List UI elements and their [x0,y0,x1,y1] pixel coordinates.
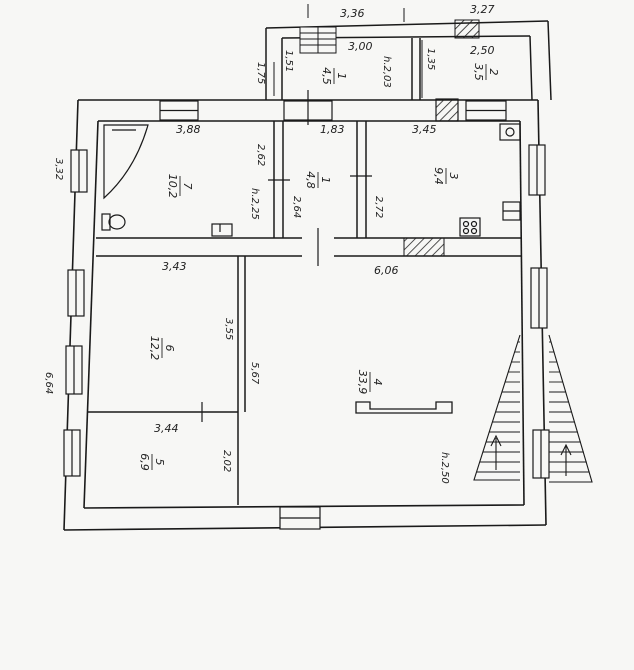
dim-annex-outer-depth: 1,75 [255,62,266,84]
room-number: 5 [153,459,166,466]
room-label-1: 1 4,8 [304,171,332,189]
dim-building-left-total: 6,64 [43,372,54,394]
room-area: 33,9 [356,370,369,395]
room-number: 6 [163,345,176,352]
dim-room5-depth: 2,02 [221,450,232,472]
dim-building-left-depth: 3,32 [53,158,64,180]
bottom-wall-window [279,506,321,530]
room-label-annex-1: 1 4,5 [320,67,348,85]
room-number: 1 [335,73,348,80]
dim-room7-width: 3,88 [176,123,201,136]
room-label-6: 6 12,2 [148,336,176,361]
room-label-annex-2: 2 3,5 [472,63,500,81]
dimension-labels: 3,36 3,27 3,00 2,50 3,88 1,83 3,45 3,43 … [43,3,495,472]
dim-room4-width: 6,06 [374,264,399,277]
annex-stairs [299,26,337,54]
left-wall-windows [63,149,88,477]
room-area: 3,5 [472,63,485,81]
height-hall: h.2,50 [439,452,450,484]
hall-stove-fixture [355,401,453,414]
dim-top-right-width: 3,27 [470,3,495,16]
room-area: 9,4 [432,167,445,185]
dim-room6-width: 3,43 [162,260,187,273]
dim-room4-depth: 5,67 [249,362,260,385]
top-wall-openings [159,90,507,125]
sink-fixture [211,223,233,237]
dim-annex-room2-depth: 1,35 [425,48,436,70]
height-main: h.2,25 [249,188,260,220]
stove-fixture [459,217,481,237]
dim-annex-left-depth: 1,51 [283,50,294,72]
dim-room3-width: 3,45 [412,123,437,136]
exterior-stairs [473,334,593,483]
dim-room1-width: 1,83 [320,123,345,136]
kitchen-counter-fixture [502,201,521,221]
room-number: 1 [319,177,332,184]
room-label-7: 7 10,2 [166,174,194,199]
room-label-3: 3 9,4 [432,167,460,185]
stair-treads [476,341,590,473]
room-area: 10,2 [166,174,179,199]
room-labels: 1 4,5 2 3,5 7 10,2 1 4,8 3 9,4 6 12,2 [138,63,500,471]
room-area: 4,5 [320,67,333,85]
dim-annex-room1-width: 3,00 [348,40,373,53]
annex-chimney-hatch [454,19,480,39]
exterior-walls [63,99,547,531]
dim-top-annex-width: 3,36 [340,7,365,20]
dimension-ticks [273,4,423,98]
dim-room5-width: 3,44 [154,422,179,435]
room-label-5: 5 6,9 [138,453,166,471]
door-markers [201,175,372,422]
height-labels: h.2,03 h.2,25 h.2,50 [249,56,450,484]
room-area: 12,2 [148,336,161,361]
dim-room7-depth: 2,62 [255,144,266,166]
dim-annex-room2-width: 2,50 [470,44,495,57]
toilet-fixture [101,213,126,231]
room-area: 6,9 [138,453,151,471]
room-number: 3 [447,173,460,180]
chimney-hatch [403,237,445,257]
room-number: 4 [371,379,384,386]
dim-room6-depth: 3,55 [223,318,234,340]
stair-arrows [490,434,572,476]
kitchen-sink-fixture [499,123,521,141]
room-number: 7 [181,183,194,190]
dim-room1-depth: 2,64 [291,196,302,218]
room-label-4: 4 33,9 [356,370,384,395]
dim-room3-depth: 2,72 [373,196,384,218]
bathtub-fixture [103,124,149,200]
right-wall-windows [528,144,550,479]
height-annex: h.2,03 [381,56,392,88]
room-area: 4,8 [304,171,317,189]
room-number: 2 [487,69,500,76]
